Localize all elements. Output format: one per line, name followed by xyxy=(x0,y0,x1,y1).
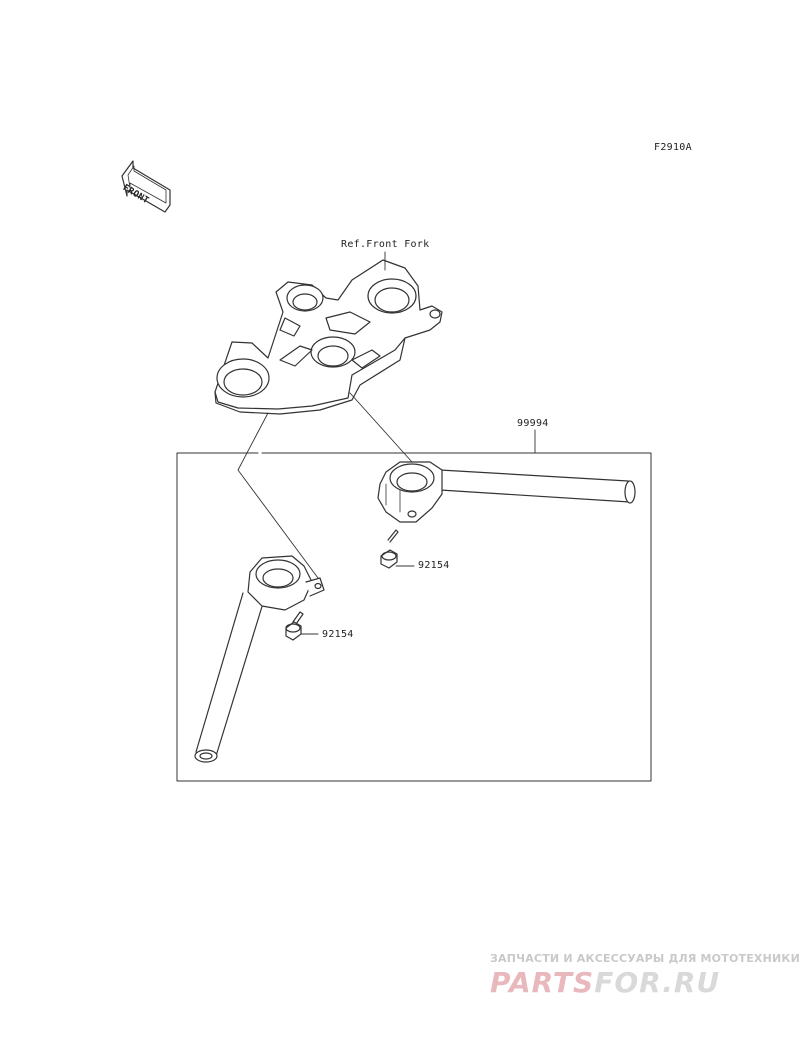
watermark-logo: PARTSFOR.RU xyxy=(490,966,720,999)
left-clip-on-handlebar xyxy=(194,555,325,763)
bolt-left xyxy=(285,611,304,641)
bolt-right xyxy=(380,529,399,569)
part-number-kit: 99994 xyxy=(517,418,549,429)
watermark-tagline: ЗАПЧАСТИ И АКСЕССУАРЫ ДЛЯ МОТОТЕХНИКИ xyxy=(490,952,800,965)
kit-frame xyxy=(176,452,652,782)
part-number-bolt-left: 92154 xyxy=(322,629,354,640)
watermark-logo-b: FOR.RU xyxy=(594,966,721,999)
figure-code: F2910A xyxy=(654,142,692,153)
triple-clamp xyxy=(214,259,443,415)
leader-lines xyxy=(237,251,536,635)
right-clip-on-handlebar xyxy=(377,461,636,523)
part-number-bolt-right: 92154 xyxy=(418,560,450,571)
front-arrow-icon xyxy=(121,160,171,213)
watermark-logo-a: PARTS xyxy=(490,966,595,999)
ref-front-fork-label: Ref.Front Fork xyxy=(341,239,430,250)
